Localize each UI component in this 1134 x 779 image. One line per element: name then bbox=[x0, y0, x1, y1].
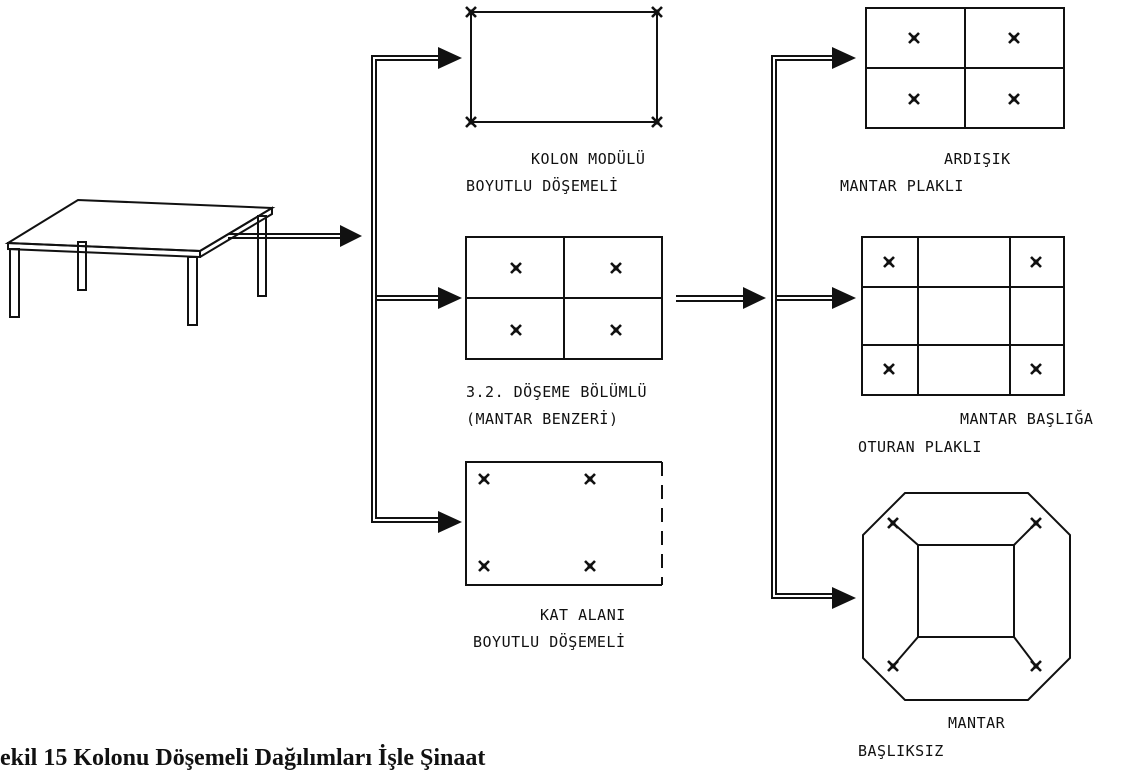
figure-caption: ekil 15 Kolonu Döşemeli Dağılımları İşle… bbox=[0, 745, 486, 771]
arrow-head-to-basliga bbox=[832, 287, 856, 309]
label-kolon-line1: KOLON MODÜLÜ bbox=[531, 150, 646, 168]
label-kat-line2: BOYUTLU DÖŞEMELİ bbox=[473, 633, 626, 651]
label-kolon-line2: BOYUTLU DÖŞEMELİ bbox=[466, 177, 619, 195]
label-bolumlu-line1: 3.2. DÖŞEME BÖLÜMLÜ bbox=[466, 383, 648, 401]
slab-kolon-modulu bbox=[464, 5, 664, 129]
arrow-head-to-kat bbox=[438, 511, 462, 533]
slab-ardisik-mantar bbox=[865, 7, 1065, 129]
label-basliksiz-line1: MANTAR bbox=[948, 714, 1006, 732]
slab-kat-alani bbox=[465, 461, 663, 586]
left-trunk-connector bbox=[371, 55, 438, 523]
label-basliga-line2: OTURAN PLAKLI bbox=[858, 438, 982, 456]
label-ardisik-line2: MANTAR PLAKLI bbox=[840, 177, 964, 195]
right-trunk-connector bbox=[771, 55, 832, 599]
slab-doseme-bolumlu bbox=[465, 236, 663, 360]
arrow-table-to-trunk bbox=[228, 225, 362, 247]
arrow-head-to-kolon bbox=[438, 47, 462, 69]
label-bolumlu-line2: (MANTAR BENZERİ) bbox=[466, 410, 619, 428]
slab-mantar-basliga bbox=[861, 236, 1065, 396]
arrow-head-to-bolumlu bbox=[438, 287, 462, 309]
label-kat-line1: KAT ALANI bbox=[540, 606, 626, 624]
label-basliga-line1: MANTAR BAŞLIĞA bbox=[960, 410, 1094, 428]
label-ardisik-line1: ARDIŞIK bbox=[944, 150, 1011, 168]
arrow-bolumlu-to-trunk bbox=[676, 287, 766, 309]
arrow-head-to-basliksiz bbox=[832, 587, 856, 609]
arrow-head-to-ardisik bbox=[832, 47, 856, 69]
table-sketch bbox=[4, 198, 276, 326]
label-basliksiz-line2: BAŞLIKSIZ bbox=[858, 742, 944, 760]
